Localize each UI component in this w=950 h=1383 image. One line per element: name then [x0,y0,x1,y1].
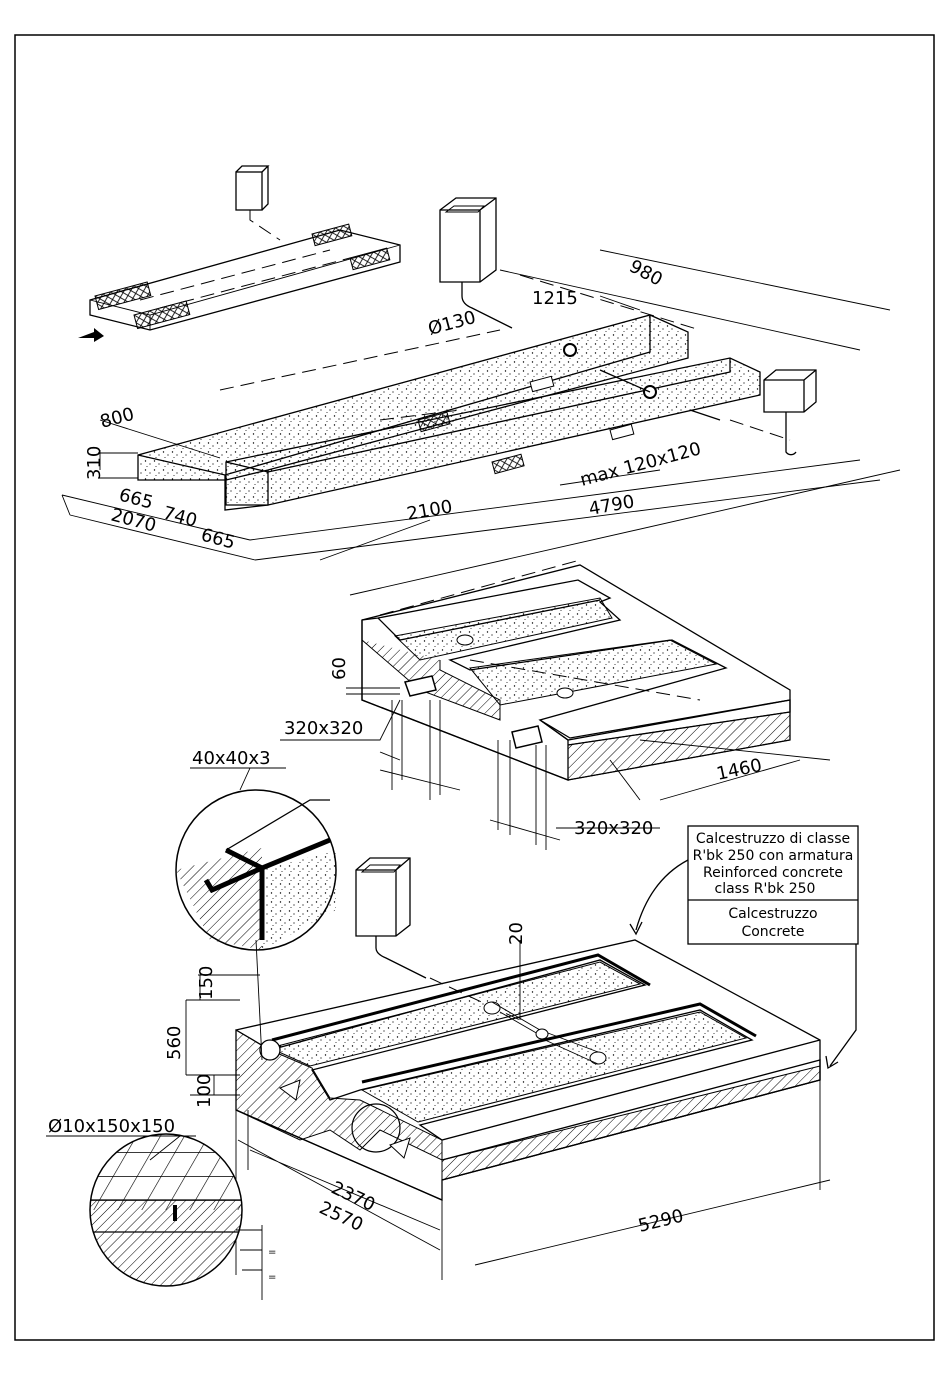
dim-310: 310 [84,446,105,480]
dim-320-upper: 320x320 [284,718,363,739]
pits-middle [362,560,790,780]
dim-1215: 1215 [532,288,578,309]
legend-rc-line-4: class R'bk 250 [715,881,816,897]
legend-rc-line-2: R'bk 250 con armatura [693,848,854,864]
dim-320-lower: 320x320 [574,818,653,839]
legend-rc-line-1: Calcestruzzo di classe [696,831,850,847]
dim-4790: 4790 [587,491,636,520]
dim-150: 150 [196,966,217,1000]
control-box-top [440,198,700,330]
pits-top [138,315,760,510]
dim-60: 60 [329,657,350,680]
mesh-label: Ø10x150x150 [48,1116,175,1137]
detail-mesh: = = Ø10x150x150 [46,1116,276,1300]
lift-sketch [78,166,400,342]
direction-arrow-icon [78,328,104,342]
leader-arrow-c [830,944,856,1066]
leader-arrow-rc [636,860,688,930]
dim-740: 740 [161,503,200,532]
dim-1460: 1460 [715,755,764,785]
dim-800: 800 [98,404,137,433]
dim-100: 100 [194,1074,215,1108]
dim-665-right: 665 [199,525,238,554]
legend-c-line-1: Calcestruzzo [728,906,817,922]
equal-mark-1: = [268,1247,276,1258]
detail-angle: 40x40x3 [176,748,336,950]
dim-980: 980 [626,256,666,291]
dim-560: 560 [164,1026,185,1060]
dim-5290: 5290 [636,1205,686,1236]
dim-diameter-130: Ø130 [426,307,478,340]
legend-c-line-2: Concrete [741,924,804,940]
foundation-bottom [236,940,820,1200]
detail-marker-angle [260,1040,280,1060]
dim-20: 20 [506,922,527,945]
equal-mark-2: = [268,1272,276,1283]
dim-2100: 2100 [405,496,454,525]
angle-iron-label: 40x40x3 [192,748,271,769]
legend-rc-line-3: Reinforced concrete [703,865,843,881]
